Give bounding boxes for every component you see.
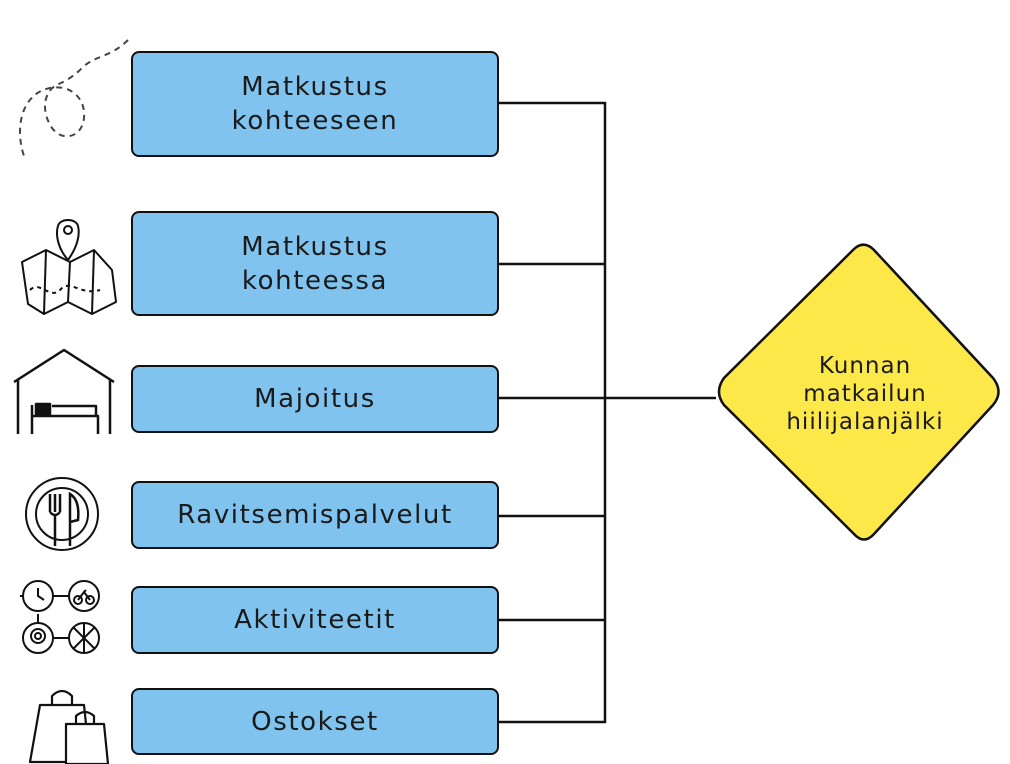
box-label-travel-to-destination: Matkustus kohteeseen [231,72,399,136]
box-activities: Aktiviteetit [131,586,499,654]
box-travel-to-destination: Matkustus kohteeseen [131,51,499,157]
bed-shelter-icon [13,348,115,434]
box-food-services: Ravitsemispalvelut [131,481,499,549]
airplane-path-icon [18,39,129,157]
result-label: Kunnan matkailun hiilijalanjälki [786,353,944,435]
box-label-shopping: Ostokset [251,706,379,737]
activities-icon [20,580,100,654]
box-label-travel-at-destination: Matkustus kohteessa [241,231,389,296]
box-accommodation: Majoitus [131,365,499,433]
icon-column [13,39,129,764]
result-diamond [717,243,1000,541]
map-pin-icon [21,219,117,315]
box-label-accommodation: Majoitus [254,384,376,414]
box-label-food-services: Ravitsemispalvelut [177,500,453,530]
box-label-activities: Aktiviteetit [234,605,396,635]
shopping-bags-icon [28,689,110,764]
box-travel-at-destination: Matkustus kohteessa [131,211,499,316]
box-shopping: Ostokset [131,688,499,755]
plate-cutlery-icon [25,477,99,551]
